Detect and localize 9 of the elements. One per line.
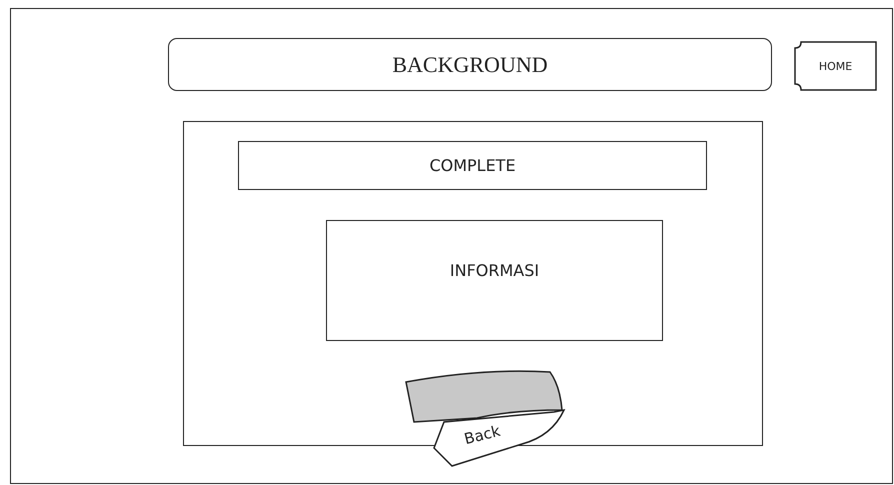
label-box bbox=[238, 141, 707, 190]
info-box bbox=[326, 220, 663, 341]
box-frame bbox=[10, 8, 893, 484]
box-label: COMPLETE bbox=[429, 156, 516, 175]
box-label: BACKGROUND bbox=[392, 52, 548, 78]
box-label: INFORMASI bbox=[450, 261, 540, 280]
rounded-box bbox=[168, 38, 772, 91]
box-label: HOME bbox=[818, 60, 852, 72]
ribbon-label: Back bbox=[462, 422, 502, 448]
